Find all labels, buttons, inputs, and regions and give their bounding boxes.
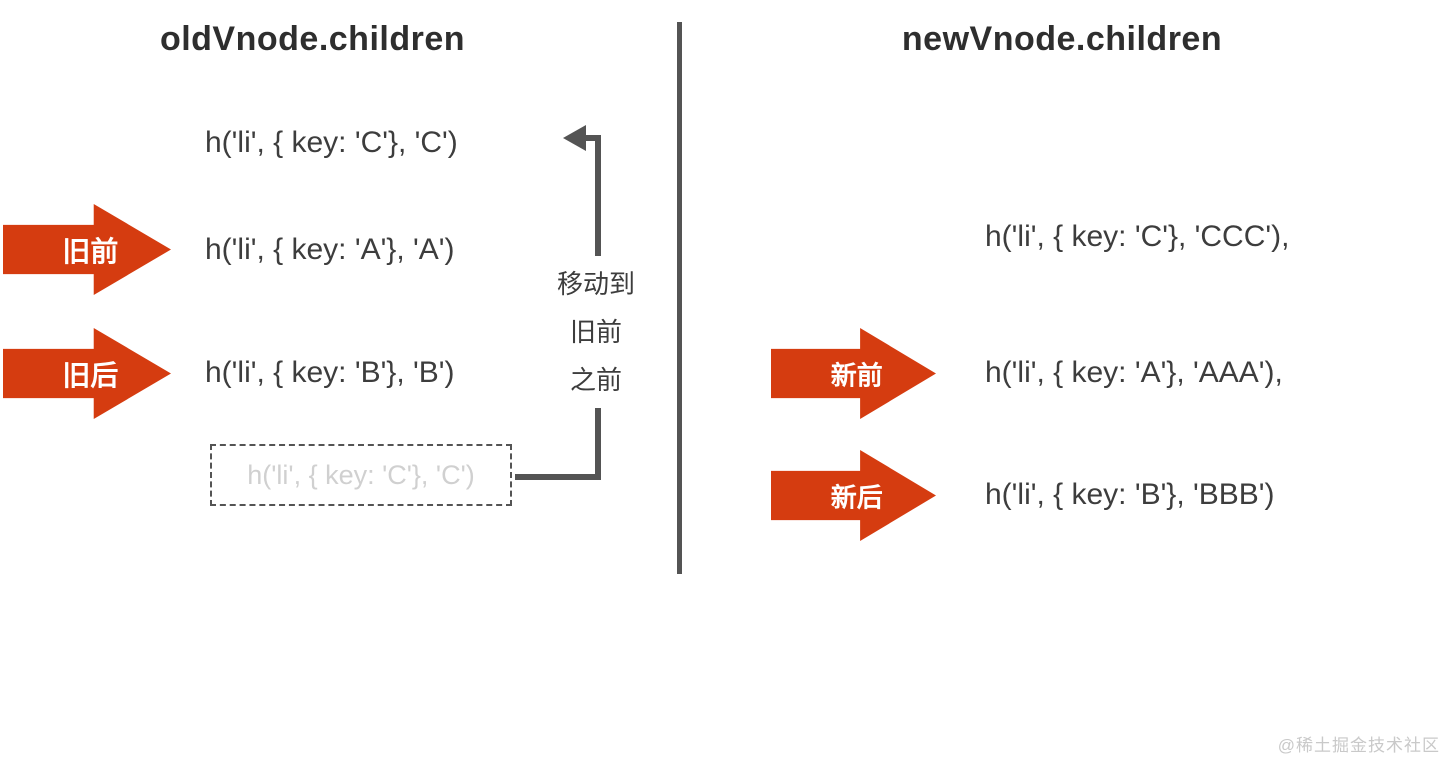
old-node-c: h('li', { key: 'C'}, 'C') xyxy=(205,126,458,159)
old-front-arrow-label: 旧前 xyxy=(62,235,119,267)
new-back-arrow-icon: 新后 xyxy=(771,450,936,541)
move-annotation-line-3: 之前 xyxy=(569,365,622,395)
move-annotation-line-2: 旧前 xyxy=(569,317,622,347)
panel-divider xyxy=(677,22,682,574)
move-connector-arrowhead-icon xyxy=(563,125,586,151)
new-node-a: h('li', { key: 'A'}, 'AAA'), xyxy=(985,356,1283,389)
new-vnode-title: newVnode.children xyxy=(901,20,1223,58)
watermark: @稀土掘金技术社区 xyxy=(1277,736,1440,755)
old-front-arrow-icon: 旧前 xyxy=(3,204,171,295)
new-back-arrow-label: 新后 xyxy=(830,482,883,512)
old-node-a: h('li', { key: 'A'}, 'A') xyxy=(205,233,455,266)
old-back-arrow-label: 旧后 xyxy=(62,359,119,391)
move-annotation: 移动到 旧前 之前 xyxy=(540,256,652,408)
new-node-c: h('li', { key: 'C'}, 'CCC'), xyxy=(985,220,1290,253)
move-annotation-line-1: 移动到 xyxy=(556,269,635,299)
new-node-b: h('li', { key: 'B'}, 'BBB') xyxy=(985,478,1275,511)
old-vnode-title: oldVnode.children xyxy=(159,20,466,58)
moved-node-ghost-code: h('li', { key: 'C'}, 'C') xyxy=(247,459,475,490)
old-node-b: h('li', { key: 'B'}, 'B') xyxy=(205,356,455,389)
new-front-arrow-icon: 新前 xyxy=(771,328,936,419)
new-front-arrow-label: 新前 xyxy=(830,360,883,390)
moved-node-placeholder: h('li', { key: 'C'}, 'C') xyxy=(210,444,512,506)
old-back-arrow-icon: 旧后 xyxy=(3,328,171,419)
